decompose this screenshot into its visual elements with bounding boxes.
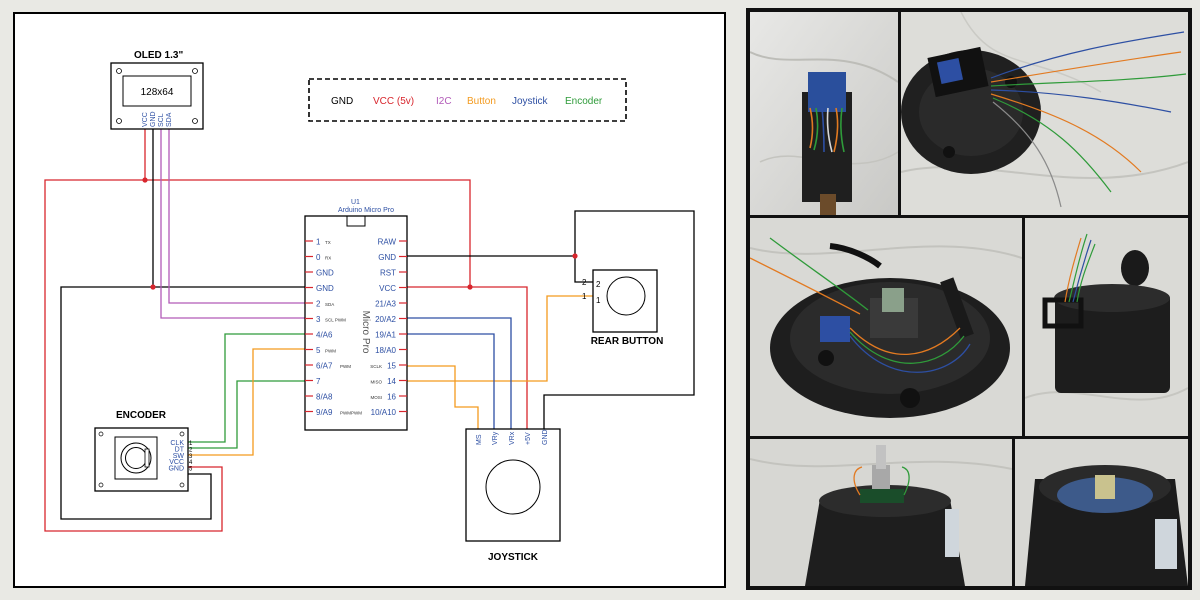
mcu-left-pin-label: 2 [316,300,321,309]
wire-i2c [160,114,305,319]
encoder-pin-label: CLK [170,440,184,447]
encoder-pin-label: DT [175,446,185,453]
encoder-pin-label: VCC [169,459,184,466]
mcu-left-pin-label: 1 [316,238,321,247]
mcu-right-pin-label: RST [380,269,396,278]
photo-encoder-base [750,439,1012,586]
mcu-left-pin-label: 8/A8 [316,393,333,402]
photo-arduino-mount [750,12,898,215]
rear-button-pin-1-outer: 1 [582,292,587,301]
mcu-arduino-micro-pro: U1 Arduino Micro Pro Micro Pro 1 TX 0 RX GND… [304,199,408,431]
mcu-right-pin-label: GND [378,253,396,262]
mcu-left-pin-label: 3 [316,315,321,324]
mcu-left-pin-sub: PWM [340,364,351,369]
legend-encoder: Encoder [565,96,603,107]
mcu-right-pin-label: 18/A0 [375,346,396,355]
legend-joystick: Joystick [512,96,549,107]
mcu-left-pin-label: 7 [316,377,321,386]
mcu-body-label: Micro Pro [360,311,371,354]
encoder-pin-label: GND [168,466,184,473]
joystick-pin-label: VRx [509,431,516,445]
encoder-title: ENCODER [116,410,167,421]
oled-resolution: 128x64 [141,87,174,98]
oled-pin-sda: SDA [166,112,173,127]
oled-title: OLED 1.3" [134,50,183,61]
mcu-right-pin-sub: MOSI [370,395,382,400]
encoder-pin-number: 5 [189,467,193,473]
joystick-pins: MS VRy VRx +5V GND [476,429,549,445]
wire-joystick [407,317,512,429]
photo-base-wires [901,12,1188,215]
legend: GND VCC (5v) I2C Button Joystick Encoder [308,78,627,122]
legend-gnd: GND [331,96,353,107]
legend-i2c: I2C [436,96,452,107]
encoder-pin-number: 3 [189,454,193,460]
wire-junctions [142,177,578,290]
rear-button: 2 1 2 1 REAR BUTTON [582,269,664,347]
encoder-pin-number: 1 [189,441,193,447]
rear-button-title: REAR BUTTON [591,336,664,347]
wire-encoder [188,333,305,449]
mcu-left-pin-label: 4/A6 [316,331,333,340]
mcu-right-pins: RAW GND RST VCC 21/A3 20/A2 19/A1 18/A0 15 SCLK 14… [351,238,407,417]
build-photos [746,8,1192,590]
mcu-left-pin-label: 9/A9 [316,408,333,417]
oled-pin-vcc: VCC [142,112,149,127]
joystick-pin-label: +5V [525,432,532,445]
schematic-canvas: GND VCC (5v) I2C Button Joystick Encoder… [44,50,695,563]
mcu-left-pin-label: 6/A7 [316,362,333,371]
oled-display: OLED 1.3" 128x64 VCC GND SCL SDA [110,50,204,130]
photo-grip-insert [1015,439,1188,586]
mcu-left-pin-sub: RX [325,256,331,261]
mcu-right-pin-sub: SCLK [370,364,382,369]
wire-button [188,295,593,456]
legend-vcc: VCC (5v) [373,96,414,107]
oled-pin-scl: SCL [158,113,165,127]
joystick-title: JOYSTICK [488,552,539,563]
mcu-left-pin-sub: SDA [325,302,334,307]
mcu-left-pin-label: 0 [316,253,321,262]
rear-button-pin-2-inner: 2 [596,280,601,289]
joystick-pin-label: MS [476,434,483,445]
photo-housing-screen [1025,218,1188,436]
mcu-ref: U1 [351,199,360,206]
mcu-right-pin-label: 14 [387,377,396,386]
mcu-left-pin-label: GND [316,269,334,278]
mcu-right-pin-label: 10/A10 [371,408,397,417]
mcu-left-pin-sub: PWM [325,349,336,354]
mcu-left-pin-sub: SCL PWM [325,318,346,323]
legend-button: Button [467,96,496,107]
joystick-pin-label: GND [542,429,549,445]
mcu-right-pin-label: 19/A1 [375,331,396,340]
mcu-right-pin-label: RAW [378,238,397,247]
mcu-right-pin-sub: MISO [370,380,382,385]
oled-pin-gnd: GND [150,111,157,127]
mcu-name: Arduino Micro Pro [338,207,394,214]
joystick-pin-label: VRy [492,431,499,445]
mcu-left-pin-label: GND [316,284,334,293]
mcu-left-pin-label: 5 [316,346,321,355]
rear-button-pin-2-outer: 2 [582,278,587,287]
mcu-right-pin-label: 21/A3 [375,300,396,309]
encoder-pin-number: 4 [189,460,193,466]
mcu-right-pin-label: VCC [379,284,396,293]
mcu-right-pin-label: 15 [387,362,396,371]
mcu-left-pin-sub: PWM [340,411,351,416]
mcu-left-pin-sub: TX [325,240,331,245]
encoder-pin-label: SW [173,453,185,460]
mcu-right-pin-label: 16 [387,393,396,402]
joystick: MS VRy VRx +5V GND JOYSTICK [465,428,561,563]
photo-joystick-base [750,218,1022,436]
rear-button-pin-1-inner: 1 [596,296,601,305]
mcu-right-pin-label: 20/A2 [375,315,396,324]
encoder-pin-number: 2 [189,447,193,453]
mcu-right-pin-sub: PWM [351,411,362,416]
wiring-schematic: GND VCC (5v) I2C Button Joystick Encoder… [13,12,726,588]
